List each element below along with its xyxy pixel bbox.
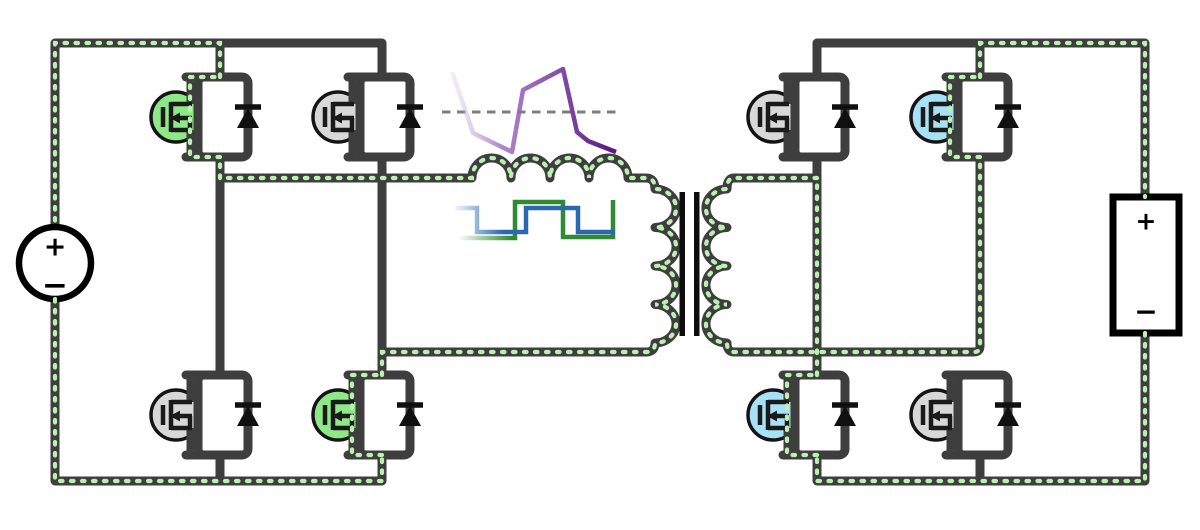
mosfet-arrow bbox=[930, 410, 940, 422]
mosfet-glyph bbox=[322, 101, 355, 133]
flow-5 bbox=[703, 154, 983, 355]
diode-triangle bbox=[399, 406, 421, 426]
mosfet-loop bbox=[790, 370, 850, 460]
diode-triangle bbox=[834, 406, 856, 426]
diode-triangle bbox=[237, 108, 259, 128]
mosfet-glyph bbox=[920, 399, 953, 431]
flow-through-Q7 bbox=[784, 372, 820, 458]
battery bbox=[1109, 193, 1183, 337]
mosfet-Q1 bbox=[149, 72, 261, 162]
mosfet-glyph bbox=[322, 399, 355, 431]
mosfet-glyph bbox=[757, 101, 790, 133]
wire-plain-0 bbox=[220, 38, 387, 77]
flow-1 bbox=[52, 296, 385, 484]
dc-source bbox=[15, 223, 95, 303]
diode-triangle bbox=[237, 406, 259, 426]
mosfet-glyph bbox=[160, 399, 193, 431]
mosfet-arrow bbox=[170, 112, 180, 124]
mosfet-loop bbox=[790, 72, 850, 162]
mosfet-glyph bbox=[757, 399, 790, 431]
transformer-core-bar-1 bbox=[694, 192, 700, 336]
mosfet-arrow bbox=[767, 410, 777, 422]
flow-through-Q4 bbox=[349, 372, 385, 458]
diode-triangle bbox=[399, 108, 421, 128]
diode-triangle bbox=[997, 406, 1019, 426]
mosfet-Q2 bbox=[311, 72, 423, 162]
mosfet-Q8 bbox=[909, 370, 1021, 460]
waveforms bbox=[442, 66, 618, 241]
mosfet-arrow bbox=[170, 410, 180, 422]
mosfet-arrow bbox=[930, 112, 940, 124]
diode-triangle bbox=[834, 108, 856, 128]
mosfet-loop bbox=[193, 72, 253, 162]
flow-2 bbox=[217, 155, 679, 378]
secondary-voltage-square-wave bbox=[455, 205, 615, 235]
mosfet-arrow bbox=[767, 112, 777, 124]
diode-triangle bbox=[997, 108, 1019, 128]
wire-active-0 bbox=[50, 38, 225, 227]
transformer-core-bar-0 bbox=[679, 192, 685, 336]
mosfet-loop bbox=[355, 370, 415, 460]
wire-plain-4 bbox=[812, 38, 980, 77]
flow-7 bbox=[814, 330, 1148, 484]
mosfet-loop bbox=[953, 370, 1013, 460]
components bbox=[15, 72, 1183, 460]
inductor-current-wave bbox=[449, 66, 617, 155]
mosfet-loop bbox=[355, 72, 415, 162]
mosfet-glyph bbox=[920, 101, 953, 133]
mosfet-loop bbox=[193, 370, 253, 460]
flow-through-Q6 bbox=[947, 74, 983, 160]
mosfet-arrow bbox=[332, 410, 342, 422]
flow-through-Q1 bbox=[187, 74, 223, 160]
current-flow-overlays bbox=[52, 40, 1148, 484]
mosfet-glyph bbox=[160, 101, 193, 133]
wire-active-5 bbox=[701, 157, 985, 357]
mosfet-Q3 bbox=[149, 370, 261, 460]
primary-voltage-square-wave bbox=[458, 199, 616, 241]
mosfet-loop bbox=[953, 72, 1013, 162]
mosfet-Q4 bbox=[311, 370, 423, 460]
mosfet-Q7 bbox=[746, 370, 858, 460]
wire-active-2 bbox=[220, 153, 681, 375]
mosfet-arrow bbox=[332, 112, 342, 124]
mosfet-Q6 bbox=[909, 72, 1021, 162]
flow-6 bbox=[977, 40, 1148, 200]
mosfet-Q5 bbox=[746, 72, 858, 162]
